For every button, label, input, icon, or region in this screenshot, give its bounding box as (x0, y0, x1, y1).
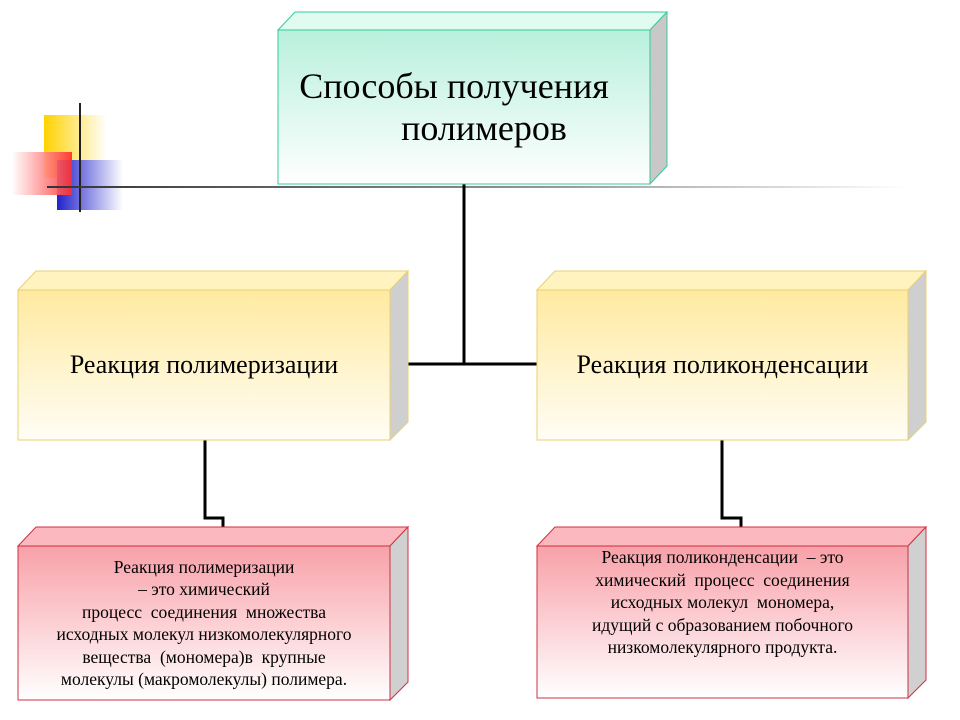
decor-horizontal-line (47, 186, 907, 188)
decor-red-square (12, 152, 72, 195)
title-line-2: полимеров (401, 108, 567, 148)
heading-box-left (16, 269, 410, 442)
desc-line: вещества (мономера)в крупные (82, 646, 326, 667)
desc-line: – это химический (138, 579, 270, 599)
title-line-1: Способы получения (299, 66, 609, 106)
desc-line: процесс соединения множества (82, 601, 326, 622)
desc-line: низкомолекулярного продукта. (607, 637, 838, 657)
decor-squares (12, 103, 907, 212)
description-polymerization: Реакция полимеризации – это химический п… (18, 546, 390, 700)
title-box (276, 10, 669, 186)
heading-polycondensation: Реакция поликонденсации (576, 350, 869, 379)
desc-line: Реакция полимеризации (113, 556, 295, 577)
heading-box-right (535, 269, 928, 442)
desc-box-right (535, 525, 928, 700)
desc-line: исходных молекул низкомолекулярного (56, 624, 352, 644)
desc-line: химический процесс соединения (595, 569, 850, 590)
title-text: Способы получения полимеров (278, 30, 650, 184)
desc-line: исходных молекул мономера, (610, 592, 835, 612)
heading-polymerization: Реакция полимеризации (69, 350, 339, 379)
desc-box-left (16, 525, 410, 702)
desc-line: молекулы (макромолекулы) полимера. (60, 669, 348, 689)
desc-line: идущий с образованием побочного (592, 614, 853, 635)
desc-line: Реакция поликонденсации – это (601, 547, 844, 567)
description-polycondensation: Реакция поликонденсации – это химический… (537, 546, 908, 676)
connectors (203, 184, 743, 527)
